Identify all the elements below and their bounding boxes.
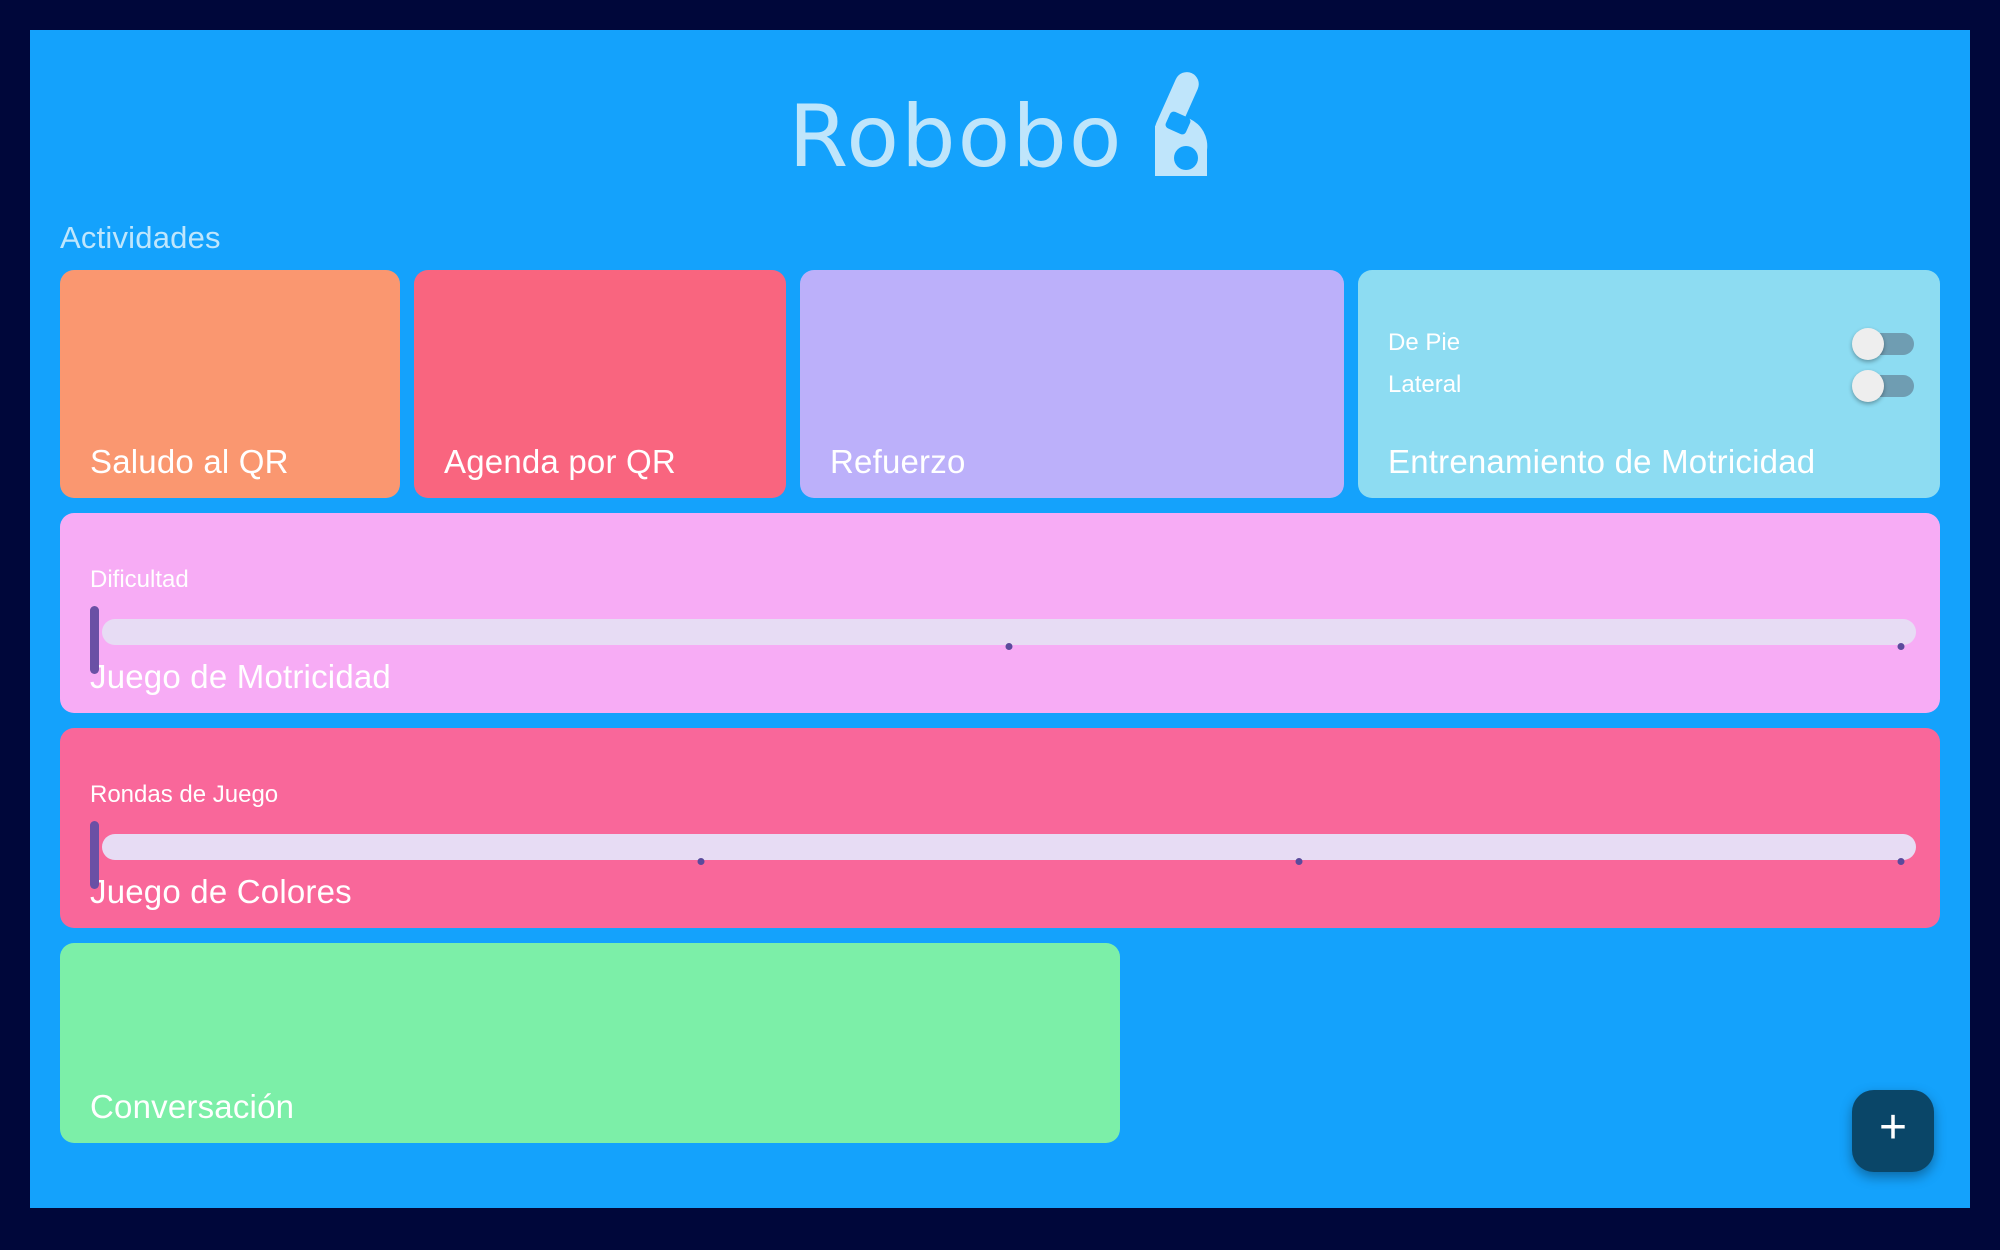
slider-track bbox=[102, 619, 1916, 651]
slider-tick bbox=[1897, 643, 1905, 651]
activity-card-agenda-por-qr[interactable]: Agenda por QR bbox=[414, 270, 786, 498]
activity-tile-row: Conversación bbox=[60, 943, 1940, 1143]
difficulty-slider[interactable] bbox=[90, 606, 1916, 675]
activity-card-title: Conversación bbox=[90, 1088, 295, 1126]
slider-thumb[interactable] bbox=[90, 821, 99, 890]
app-viewport: Robobo Actividades Saludo al QR Agenda p… bbox=[30, 30, 1970, 1208]
toggle-knob-icon bbox=[1852, 370, 1884, 402]
activities-scroll-area[interactable]: Saludo al QR Agenda por QR Refuerzo De P… bbox=[30, 270, 1970, 1208]
activity-card-title: Juego de Motricidad bbox=[90, 658, 391, 696]
slider-track bbox=[102, 834, 1916, 866]
slider-tick bbox=[697, 858, 705, 866]
brand-wordmark: Robobo bbox=[788, 86, 1124, 187]
section-title: Actividades bbox=[60, 220, 221, 255]
plus-icon: + bbox=[1878, 1101, 1908, 1154]
activity-card-title: Entrenamiento de Motricidad bbox=[1388, 443, 1816, 481]
activity-tile-row: Saludo al QR Agenda por QR Refuerzo De P… bbox=[60, 270, 1940, 498]
activity-card-title: Saludo al QR bbox=[90, 443, 289, 481]
toggle-label: Lateral bbox=[1388, 371, 1462, 398]
slider-label: Dificultad bbox=[90, 566, 189, 594]
add-activity-button[interactable]: + bbox=[1852, 1090, 1934, 1172]
activity-card-conversacion[interactable]: Conversación bbox=[60, 943, 1120, 1143]
robobo-robot-icon bbox=[1155, 71, 1208, 176]
rounds-slider[interactable] bbox=[90, 821, 1916, 890]
toggle-knob-icon bbox=[1852, 328, 1884, 360]
slider-label: Rondas de Juego bbox=[90, 781, 279, 809]
activity-card-saludo-al-qr[interactable]: Saludo al QR bbox=[60, 270, 400, 498]
toggle-switch-lateral[interactable] bbox=[1852, 370, 1914, 402]
app-header: Robobo bbox=[30, 30, 1970, 205]
slider-thumb[interactable] bbox=[90, 606, 99, 675]
activity-card-title: Juego de Colores bbox=[90, 873, 352, 911]
toggle-group: De Pie Lateral bbox=[1388, 322, 1914, 406]
brand-logo: Robobo bbox=[789, 68, 1212, 180]
toggle-row-lateral: Lateral bbox=[1388, 364, 1914, 406]
toggle-switch-de-pie[interactable] bbox=[1852, 328, 1914, 360]
activity-card-title: Refuerzo bbox=[830, 443, 966, 481]
slider-tick bbox=[1295, 858, 1303, 866]
activity-card-juego-de-colores[interactable]: Rondas de Juego Juego de Colores bbox=[60, 728, 1940, 928]
activity-card-juego-de-motricidad[interactable]: Dificultad Juego de Motricidad bbox=[60, 513, 1940, 713]
toggle-label: De Pie bbox=[1388, 329, 1461, 356]
slider-tick bbox=[1005, 643, 1013, 651]
activity-card-entrenamiento-de-motricidad[interactable]: De Pie Lateral bbox=[1358, 270, 1940, 498]
activity-card-refuerzo[interactable]: Refuerzo bbox=[800, 270, 1344, 498]
toggle-row-de-pie: De Pie bbox=[1388, 322, 1914, 364]
activity-card-title: Agenda por QR bbox=[444, 443, 676, 481]
slider-tick bbox=[1897, 858, 1905, 866]
activity-slider-row: Rondas de Juego Juego de Colores bbox=[60, 728, 1940, 928]
activity-slider-row: Dificultad Juego de Motricidad bbox=[60, 513, 1940, 713]
